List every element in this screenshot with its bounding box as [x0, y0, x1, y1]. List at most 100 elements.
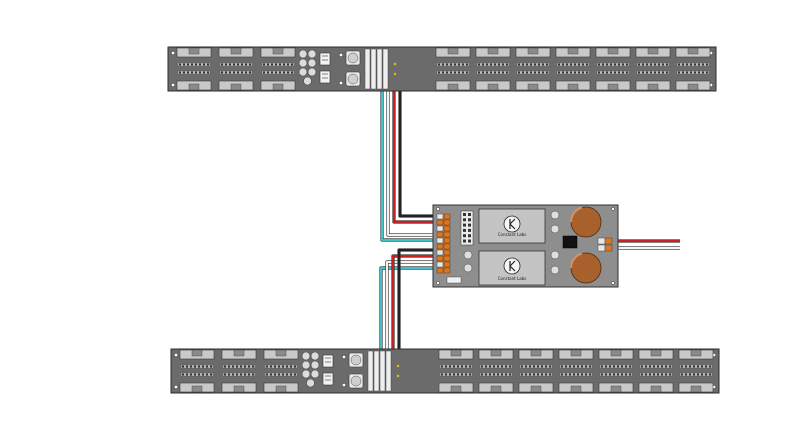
pin [485, 373, 487, 376]
pin [490, 63, 492, 66]
pin [191, 71, 193, 74]
connector-latch [527, 47, 539, 55]
pin [291, 63, 293, 66]
pin [236, 365, 238, 368]
pin [530, 63, 532, 66]
connector-latch [650, 385, 662, 393]
connector-latch [487, 83, 499, 91]
pin [622, 63, 624, 66]
pin [705, 365, 707, 368]
pin [586, 63, 588, 66]
connector-latch [607, 47, 619, 55]
pin [489, 365, 491, 368]
pin-row [476, 62, 510, 67]
pin [629, 373, 631, 376]
connector-latch [527, 83, 539, 91]
pin [561, 373, 563, 376]
pin [278, 365, 280, 368]
pin [498, 71, 500, 74]
pin-row [436, 62, 470, 67]
relay-brand-label-upper: Constant Labs [498, 232, 527, 237]
pin-row [559, 372, 593, 377]
header-pin [468, 228, 471, 232]
pin-row [222, 364, 256, 369]
pin-row [261, 70, 295, 75]
pin-row [219, 62, 253, 67]
pin [701, 365, 703, 368]
pin [574, 63, 576, 66]
connector-latch [610, 349, 622, 357]
pin-row [519, 364, 553, 369]
pin [578, 63, 580, 66]
connector-latch [530, 385, 542, 393]
pin [509, 365, 511, 368]
pin [577, 373, 579, 376]
pin-row [479, 364, 513, 369]
pin [294, 365, 296, 368]
pin [709, 373, 711, 376]
pin [478, 63, 480, 66]
pin [478, 71, 480, 74]
pin [244, 365, 246, 368]
wire-harness [379, 91, 680, 349]
pin-row [679, 364, 713, 369]
pin [518, 71, 520, 74]
pin [601, 365, 603, 368]
pin [458, 63, 460, 66]
pin [282, 365, 284, 368]
pin [533, 365, 535, 368]
led-icon [307, 49, 317, 59]
pin [287, 71, 289, 74]
wire-terminal-lever [443, 231, 451, 238]
connector-latch [687, 83, 699, 91]
led-icon [550, 210, 560, 220]
pin-row [222, 372, 256, 377]
pin-row [479, 372, 513, 377]
pin-row [636, 70, 670, 75]
pin [626, 71, 628, 74]
pin [286, 373, 288, 376]
pin [654, 63, 656, 66]
pin [481, 365, 483, 368]
pin [267, 71, 269, 74]
pin [190, 365, 192, 368]
led-icon [303, 76, 312, 86]
wire-cyan-top-outline [380, 91, 437, 242]
pin-row [676, 70, 710, 75]
pin-row [264, 372, 298, 377]
connector-latch [690, 349, 702, 357]
pin [622, 71, 624, 74]
pin [252, 373, 254, 376]
pin [279, 71, 281, 74]
pin [682, 63, 684, 66]
pin [203, 63, 205, 66]
pin-row [516, 62, 550, 67]
wire-terminal [436, 225, 444, 232]
pin [666, 63, 668, 66]
pin [270, 373, 272, 376]
fuse-icon [319, 70, 331, 84]
pin-row [261, 62, 295, 67]
pin [445, 365, 447, 368]
pin [457, 373, 459, 376]
pin [294, 373, 296, 376]
pin [518, 63, 520, 66]
pin [462, 63, 464, 66]
pin [279, 63, 281, 66]
pin [614, 71, 616, 74]
pin [271, 71, 273, 74]
pin-row [439, 372, 473, 377]
pin-row [596, 62, 630, 67]
pin-row [599, 364, 633, 369]
pin [537, 365, 539, 368]
pin-row [679, 372, 713, 377]
pin [662, 63, 664, 66]
pin [506, 71, 508, 74]
pin [618, 71, 620, 74]
connector-latch [275, 385, 287, 393]
wire-cyan-bottom-outline [379, 266, 437, 349]
wire-black-top [399, 91, 437, 217]
pin [466, 63, 468, 66]
pin [638, 71, 640, 74]
relay-brand-label-lower: Constant Labs [498, 276, 527, 281]
